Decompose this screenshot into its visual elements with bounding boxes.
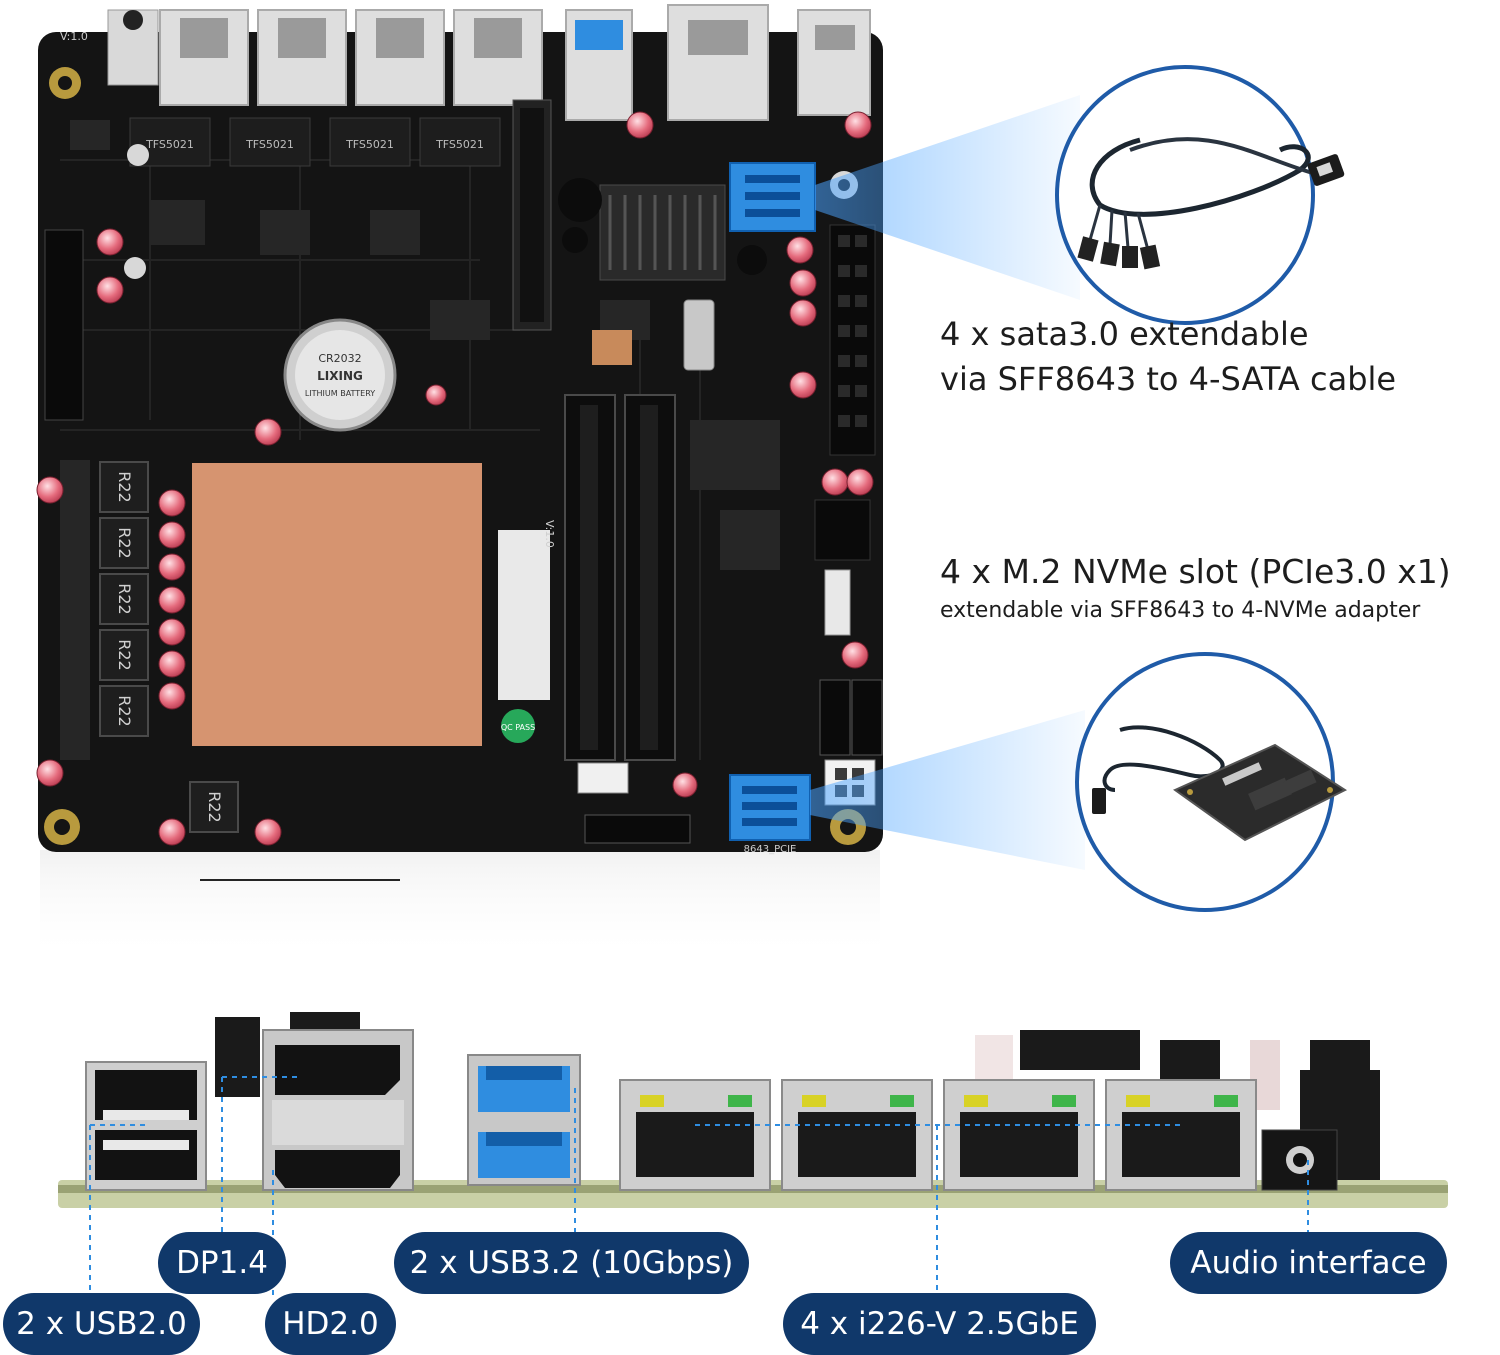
pcie-label: 8643_PCIE (744, 844, 797, 855)
sata-feature-line2: via SFF8643 to 4-SATA cable (940, 360, 1397, 398)
edge-slot-left (44, 229, 84, 421)
callout-beam-sata (815, 95, 1080, 300)
nic-chip-text: TFS5021 (245, 138, 294, 151)
nvme-feature-line2: extendable via SFF8643 to 4-NVMe adapter (940, 598, 1421, 623)
dp-label-pill: DP1.4 (158, 1232, 286, 1294)
inductor-label: R22 (115, 695, 134, 726)
battery-text: LITHIUM BATTERY (305, 389, 375, 398)
sata-feature-line1: 4 x sata3.0 extendable (940, 315, 1309, 353)
pin-header-right (829, 224, 876, 456)
version-label: V:1.0 (543, 520, 556, 548)
hdmi-label-pill: HD2.0 (265, 1293, 396, 1355)
nic-chip-text: TFS5021 (435, 138, 484, 151)
callout-circle-sata (1055, 65, 1315, 325)
inductor-label: R22 (115, 583, 134, 614)
inductor-label: R22 (115, 527, 134, 558)
inductor-label: R22 (115, 639, 134, 670)
lan-label-pill: 4 x i226-V 2.5GbE (783, 1293, 1096, 1355)
battery-text: CR2032 (318, 352, 361, 365)
heatsink (599, 184, 726, 281)
usb2-label-pill: 2 x USB2.0 (3, 1293, 200, 1355)
battery-brand: LIXING (317, 369, 363, 383)
nic-chip-text: TFS5021 (145, 138, 194, 151)
nvme-feature-line1: 4 x M.2 NVMe slot (PCIe3.0 x1) (940, 552, 1451, 591)
nic-chip-text: TFS5021 (345, 138, 394, 151)
version-label: V:1.0 (60, 30, 88, 43)
sff8643-sata-cable-icon (1077, 137, 1345, 270)
usb3-label-pill: 2 x USB3.2 (10Gbps) (394, 1232, 749, 1294)
cpu-copper-plate (192, 463, 482, 746)
callout-beam-nvme (810, 710, 1085, 870)
nvme-adapter-board-icon (1092, 725, 1348, 842)
inductor-label: R22 (205, 791, 224, 822)
qc-pass-label: QC PASS (501, 723, 535, 732)
audio-label-pill: Audio interface (1170, 1232, 1447, 1294)
inductor-label: R22 (115, 471, 134, 502)
